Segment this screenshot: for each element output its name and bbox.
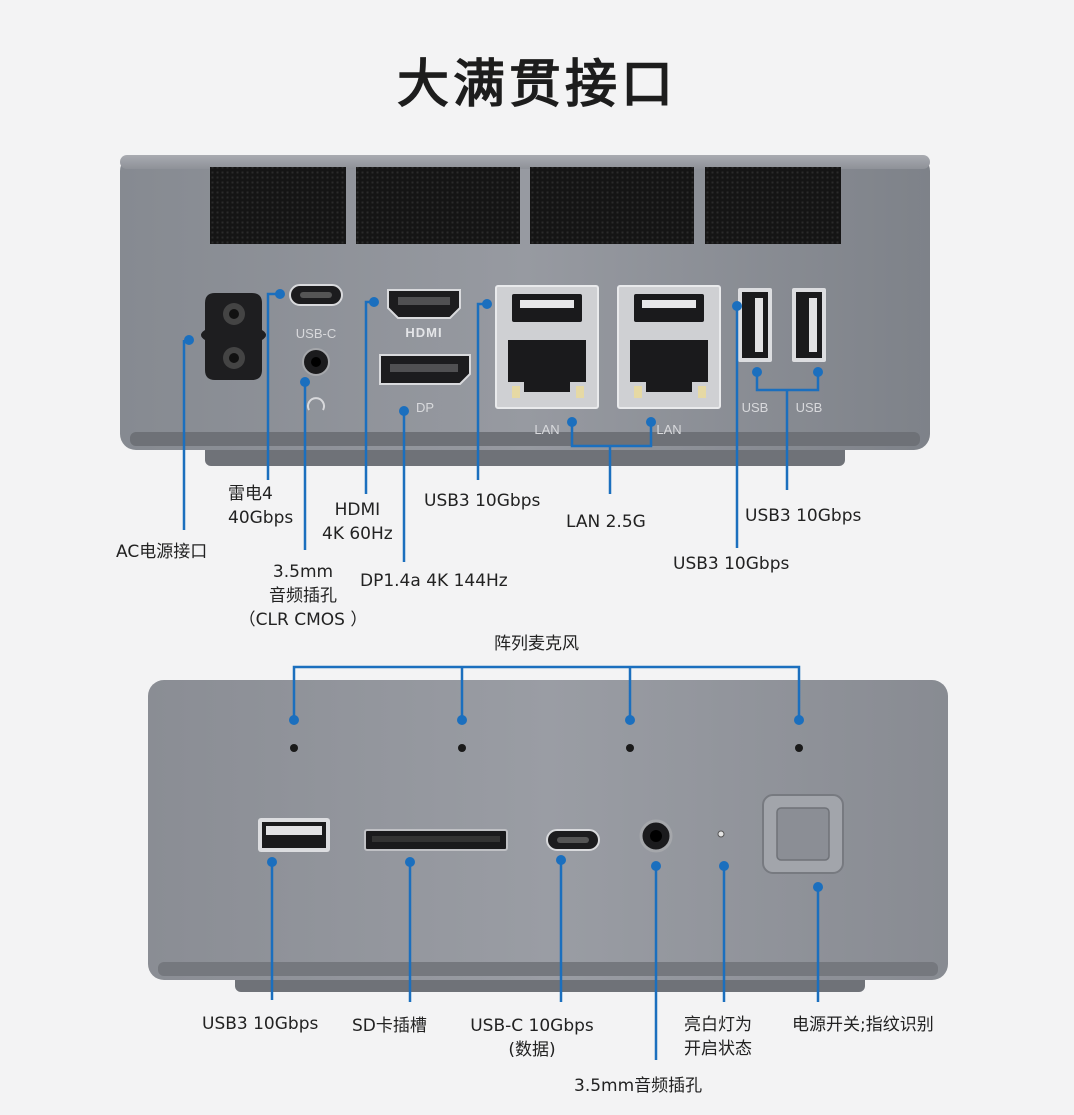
clr-cmos-icon <box>307 397 325 411</box>
vent-grille-1 <box>210 167 346 244</box>
callout-audio-line1: 3.5mm <box>272 562 334 582</box>
callout-led: 亮白灯为 开启状态 <box>684 1013 752 1061</box>
callout-power: 电源开关;指纹识别 <box>792 1015 934 1035</box>
lan-usb-combo-left <box>495 285 599 409</box>
rear-callout-lines <box>182 292 820 562</box>
callout-usb3-right-b: USB3 10Gbps <box>673 554 790 574</box>
callout-usbc-line1: USB-C 10Gbps <box>470 1016 594 1036</box>
callout-usb3-right-a: USB3 10Gbps <box>745 506 862 526</box>
vent-grille-2 <box>356 167 520 244</box>
lan-usb-combo-right <box>617 285 721 409</box>
ac-power-socket <box>201 293 266 380</box>
callout-tb4-line1: 雷电4 <box>228 484 273 504</box>
vent-grille-4 <box>705 167 841 244</box>
vent-grille-3 <box>530 167 694 244</box>
front-device <box>148 680 948 992</box>
usb-a-vertical-right <box>792 288 826 362</box>
rear-chassis-top-edge <box>120 155 930 169</box>
mic-hole-3 <box>626 744 634 752</box>
power-button-fingerprint <box>762 794 844 874</box>
front-callout-lines <box>270 665 820 1060</box>
page-title: 大满贯接口 <box>396 55 677 115</box>
usb-a-front-port <box>258 818 330 852</box>
callout-tb4-line2: 40Gbps <box>228 508 294 528</box>
usbc-front-port <box>546 829 600 851</box>
lan-port-label-left: LAN <box>534 422 559 437</box>
callout-mic-array: 阵列麦克风 <box>494 634 579 654</box>
callout-tb4: 雷电4 40Gbps <box>228 482 293 530</box>
front-callout-dots <box>267 715 823 892</box>
usbc-tongue <box>300 292 332 298</box>
power-led <box>717 830 725 838</box>
callout-hdmi-line1: HDMI <box>334 500 381 520</box>
usbc-port-label: USB-C <box>296 326 336 341</box>
front-chassis-bottom <box>158 962 938 976</box>
rear-chassis-bottom <box>130 432 920 446</box>
callout-usb3-front: USB3 10Gbps <box>202 1014 319 1034</box>
hdmi-logo: HDMI <box>405 325 442 340</box>
usb-port-label-right: USB <box>796 400 823 415</box>
mic-hole-2 <box>458 744 466 752</box>
audio-jack-front <box>639 819 673 853</box>
callout-ac-power: AC电源接口 <box>116 542 208 562</box>
mic-hole-4 <box>795 744 803 752</box>
callout-audio-rear: 3.5mm 音频插孔 （CLR CMOS ） <box>228 560 378 632</box>
callout-led-line1: 亮白灯为 <box>684 1015 752 1035</box>
rear-callout-dots <box>184 289 823 427</box>
callout-audio-line3: （CLR CMOS ） <box>238 610 368 630</box>
callout-hdmi-line2: 4K 60Hz <box>322 524 393 544</box>
callout-audio-front: 3.5mm音频插孔 <box>574 1076 703 1096</box>
mic-hole-1 <box>290 744 298 752</box>
dp-port-label: DP <box>416 400 434 415</box>
callout-usb3-left: USB3 10Gbps <box>424 491 541 511</box>
callout-audio-line2: 音频插孔 <box>269 586 337 606</box>
callout-dp: DP1.4a 4K 144Hz <box>360 571 508 591</box>
rear-device: USB-C HDMI DP LAN <box>120 155 930 466</box>
callout-hdmi: HDMI 4K 60Hz <box>322 498 393 546</box>
callout-lan: LAN 2.5G <box>566 512 646 532</box>
usb-a-vertical-left <box>738 288 772 362</box>
front-chassis <box>148 680 948 980</box>
callout-led-line2: 开启状态 <box>684 1039 752 1059</box>
callout-usbc-line2: (数据) <box>508 1040 556 1060</box>
sd-card-slot <box>364 829 508 851</box>
callout-sd-slot: SD卡插槽 <box>352 1016 427 1036</box>
usb-port-label-left: USB <box>742 400 769 415</box>
lan-port-label-right: LAN <box>656 422 681 437</box>
callout-usbc-front: USB-C 10Gbps (数据) <box>462 1014 602 1062</box>
